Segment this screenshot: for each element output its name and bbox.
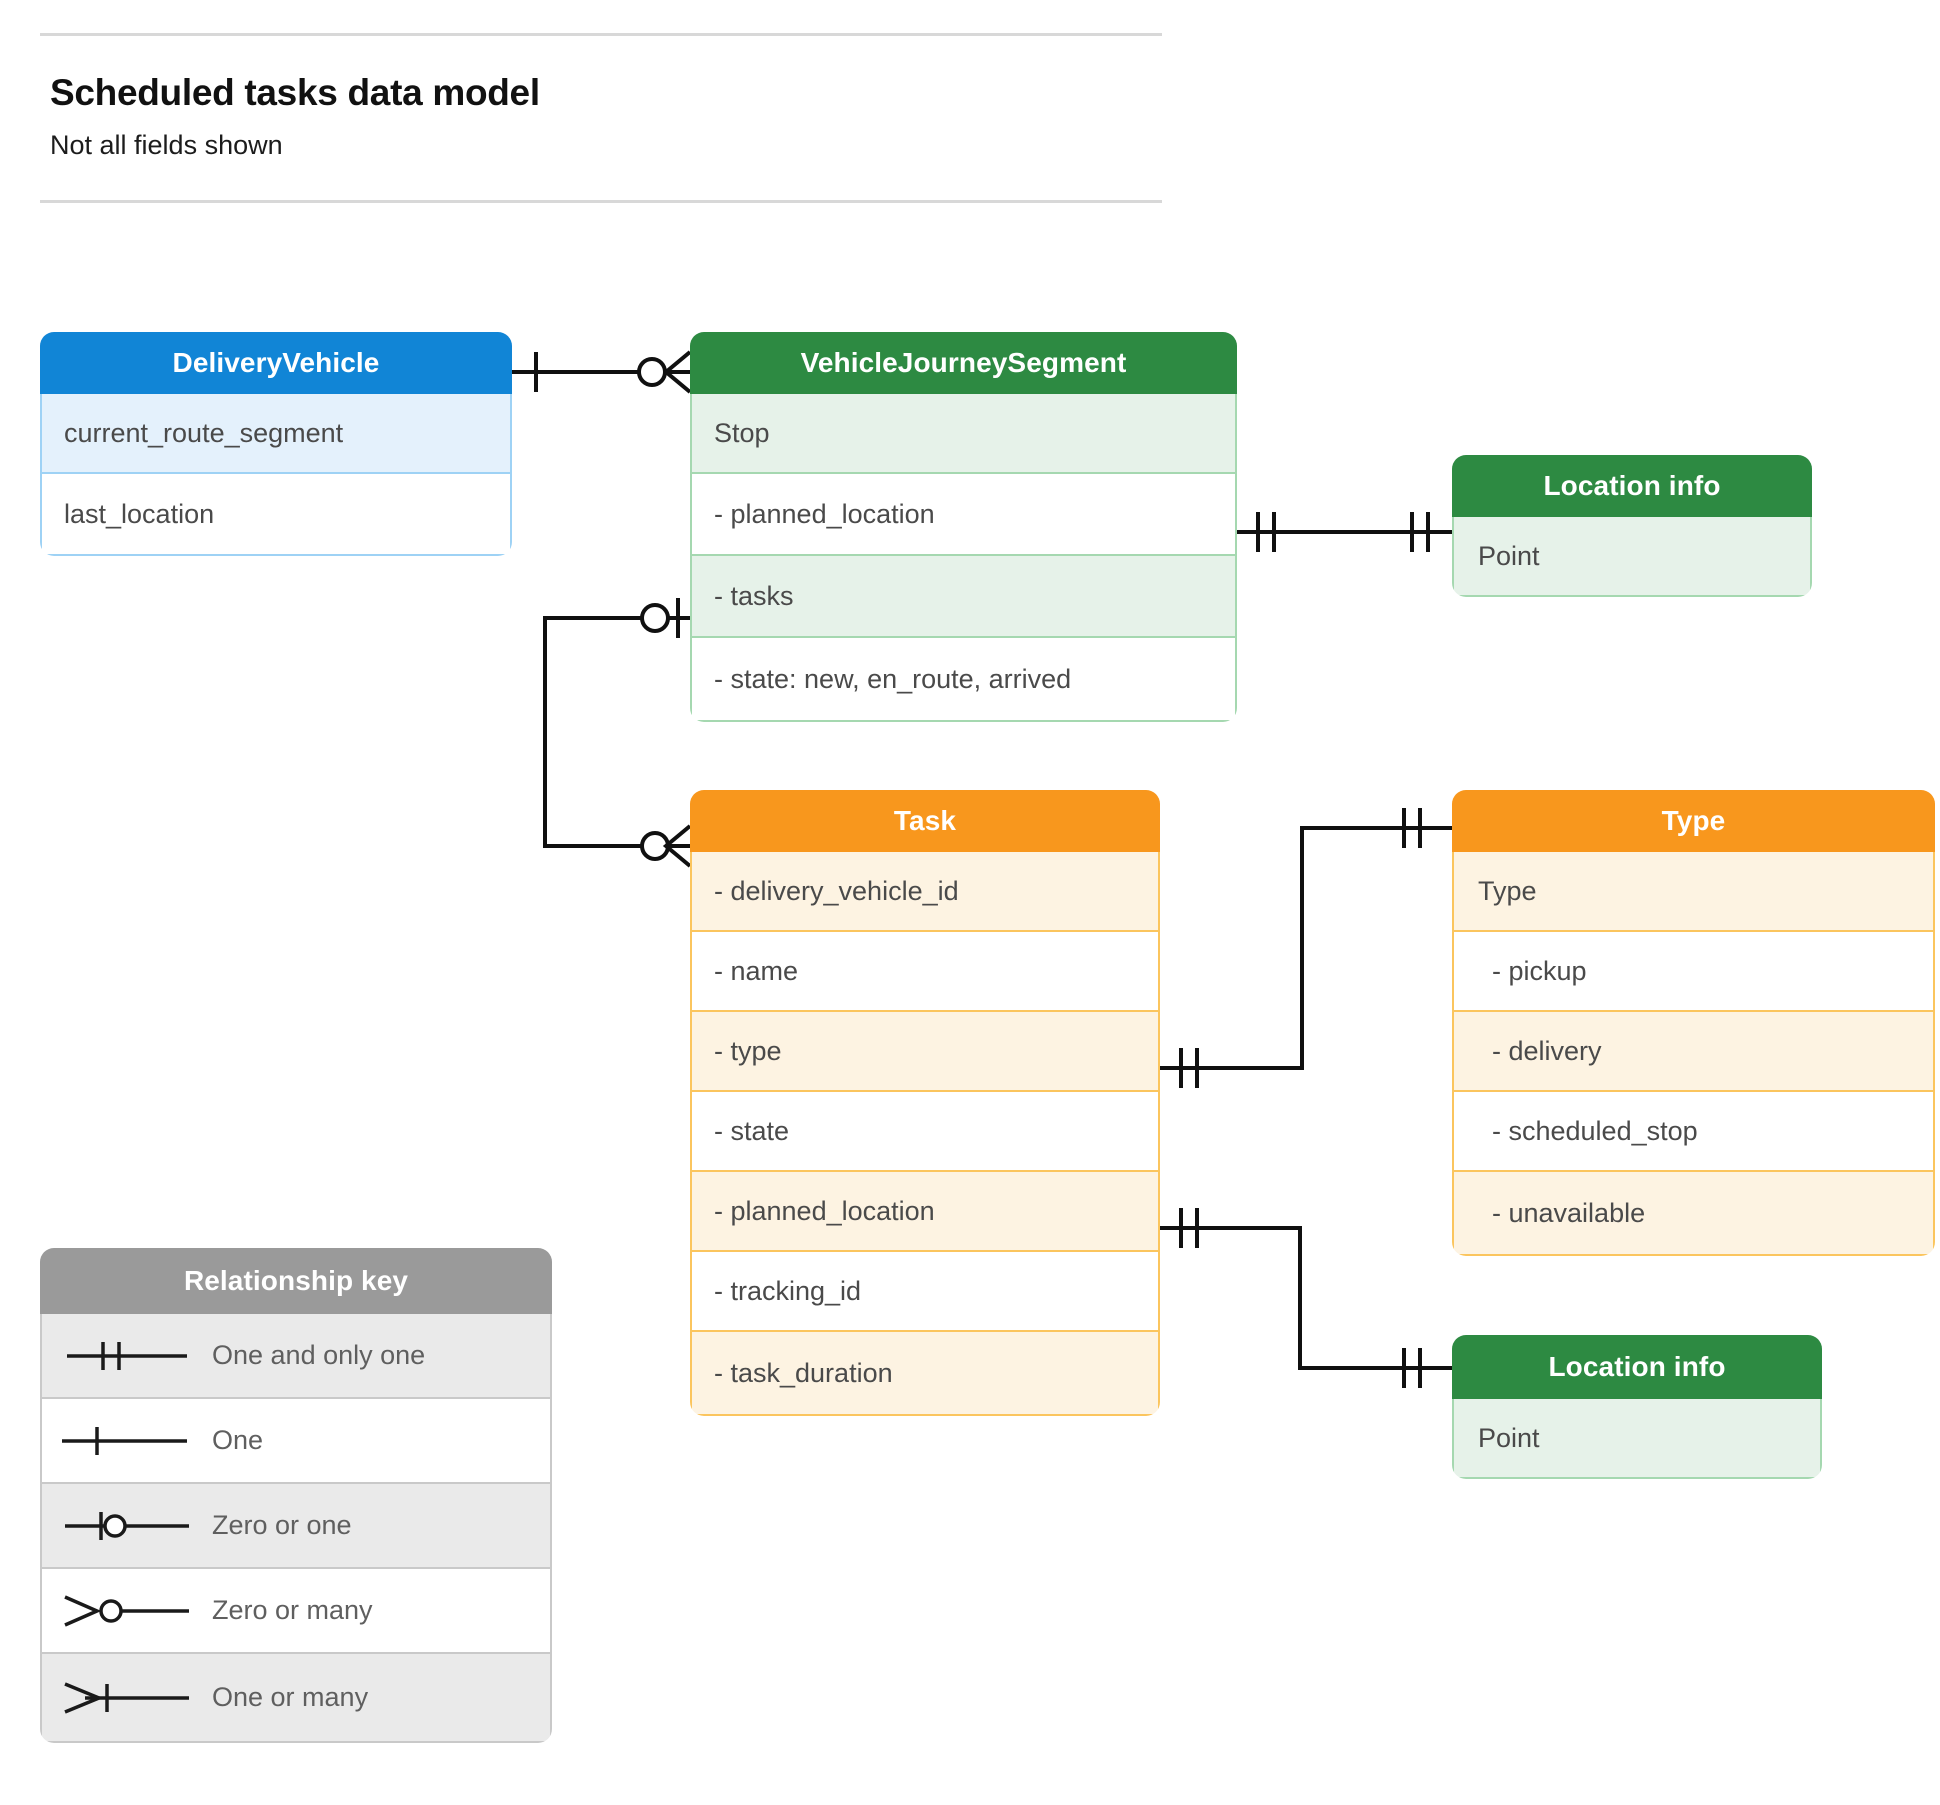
- field-row[interactable]: - planned_location: [692, 474, 1235, 556]
- legend-item-label: One: [212, 1425, 264, 1455]
- legend-title: Relationship key: [40, 1248, 552, 1314]
- legend-item[interactable]: Zero or many: [42, 1569, 550, 1654]
- one-icon: [42, 1421, 212, 1461]
- legend-body: One and only one One: [40, 1314, 552, 1743]
- field-row[interactable]: last_location: [42, 474, 510, 554]
- legend-item[interactable]: One or many: [42, 1654, 550, 1741]
- zero-or-one-icon: [42, 1506, 212, 1546]
- legend-item-label: One and only one: [212, 1340, 426, 1370]
- entity-body-type: Type - pickup - delivery - scheduled_sto…: [1452, 852, 1935, 1256]
- entity-body-vehicle-journey-segment: Stop - planned_location - tasks - state:…: [690, 394, 1237, 722]
- entity-title-task: Task: [690, 790, 1160, 852]
- legend-item-label: Zero or one: [212, 1510, 352, 1540]
- header-rule-top: [40, 33, 1162, 36]
- field-row[interactable]: Point: [1454, 1399, 1820, 1477]
- field-row[interactable]: - state: new, en_route, arrived: [692, 638, 1235, 720]
- field-row[interactable]: - name: [692, 932, 1158, 1012]
- page-subtitle: Not all fields shown: [50, 130, 283, 160]
- one-and-only-one-icon: [42, 1336, 212, 1376]
- legend-item-label: One or many: [212, 1682, 369, 1712]
- field-row[interactable]: - type: [692, 1012, 1158, 1092]
- entity-body-delivery-vehicle: current_route_segment last_location: [40, 394, 512, 556]
- field-row[interactable]: - unavailable: [1454, 1172, 1933, 1254]
- field-row[interactable]: - task_duration: [692, 1332, 1158, 1414]
- entity-type[interactable]: Type Type - pickup - delivery - schedule…: [1452, 790, 1935, 1256]
- field-row[interactable]: - delivery_vehicle_id: [692, 852, 1158, 932]
- field-row[interactable]: - tracking_id: [692, 1252, 1158, 1332]
- zero-or-many-icon: [42, 1591, 212, 1631]
- entity-title-location-info-top: Location info: [1452, 455, 1812, 517]
- entity-vehicle-journey-segment[interactable]: VehicleJourneySegment Stop - planned_loc…: [690, 332, 1237, 722]
- page-title: Scheduled tasks data model: [50, 72, 540, 113]
- legend-item[interactable]: One: [42, 1399, 550, 1484]
- legend-item[interactable]: Zero or one: [42, 1484, 550, 1569]
- field-row[interactable]: - delivery: [1454, 1012, 1933, 1092]
- field-row[interactable]: Type: [1454, 852, 1933, 932]
- legend-relationship-key[interactable]: Relationship key One and only one: [40, 1248, 552, 1743]
- entity-location-info-top[interactable]: Location info Point: [1452, 455, 1812, 597]
- field-row[interactable]: Stop: [692, 394, 1235, 474]
- entity-location-info-bottom[interactable]: Location info Point: [1452, 1335, 1822, 1479]
- field-row[interactable]: - scheduled_stop: [1454, 1092, 1933, 1172]
- entity-title-location-info-bottom: Location info: [1452, 1335, 1822, 1399]
- field-row[interactable]: - planned_location: [692, 1172, 1158, 1252]
- entity-title-type: Type: [1452, 790, 1935, 852]
- header-rule-bottom: [40, 200, 1162, 203]
- field-row[interactable]: current_route_segment: [42, 394, 510, 474]
- legend-item[interactable]: One and only one: [42, 1314, 550, 1399]
- field-row[interactable]: Point: [1454, 517, 1810, 595]
- field-row[interactable]: - state: [692, 1092, 1158, 1172]
- entity-body-task: - delivery_vehicle_id - name - type - st…: [690, 852, 1160, 1416]
- field-row[interactable]: - tasks: [692, 556, 1235, 638]
- entity-body-location-info-bottom: Point: [1452, 1399, 1822, 1479]
- entity-title-vehicle-journey-segment: VehicleJourneySegment: [690, 332, 1237, 394]
- one-or-many-icon: [42, 1678, 212, 1718]
- field-row[interactable]: - pickup: [1454, 932, 1933, 1012]
- entity-delivery-vehicle[interactable]: DeliveryVehicle current_route_segment la…: [40, 332, 512, 556]
- entity-title-delivery-vehicle: DeliveryVehicle: [40, 332, 512, 394]
- entity-task[interactable]: Task - delivery_vehicle_id - name - type…: [690, 790, 1160, 1416]
- legend-item-label: Zero or many: [212, 1595, 373, 1625]
- entity-body-location-info-top: Point: [1452, 517, 1812, 597]
